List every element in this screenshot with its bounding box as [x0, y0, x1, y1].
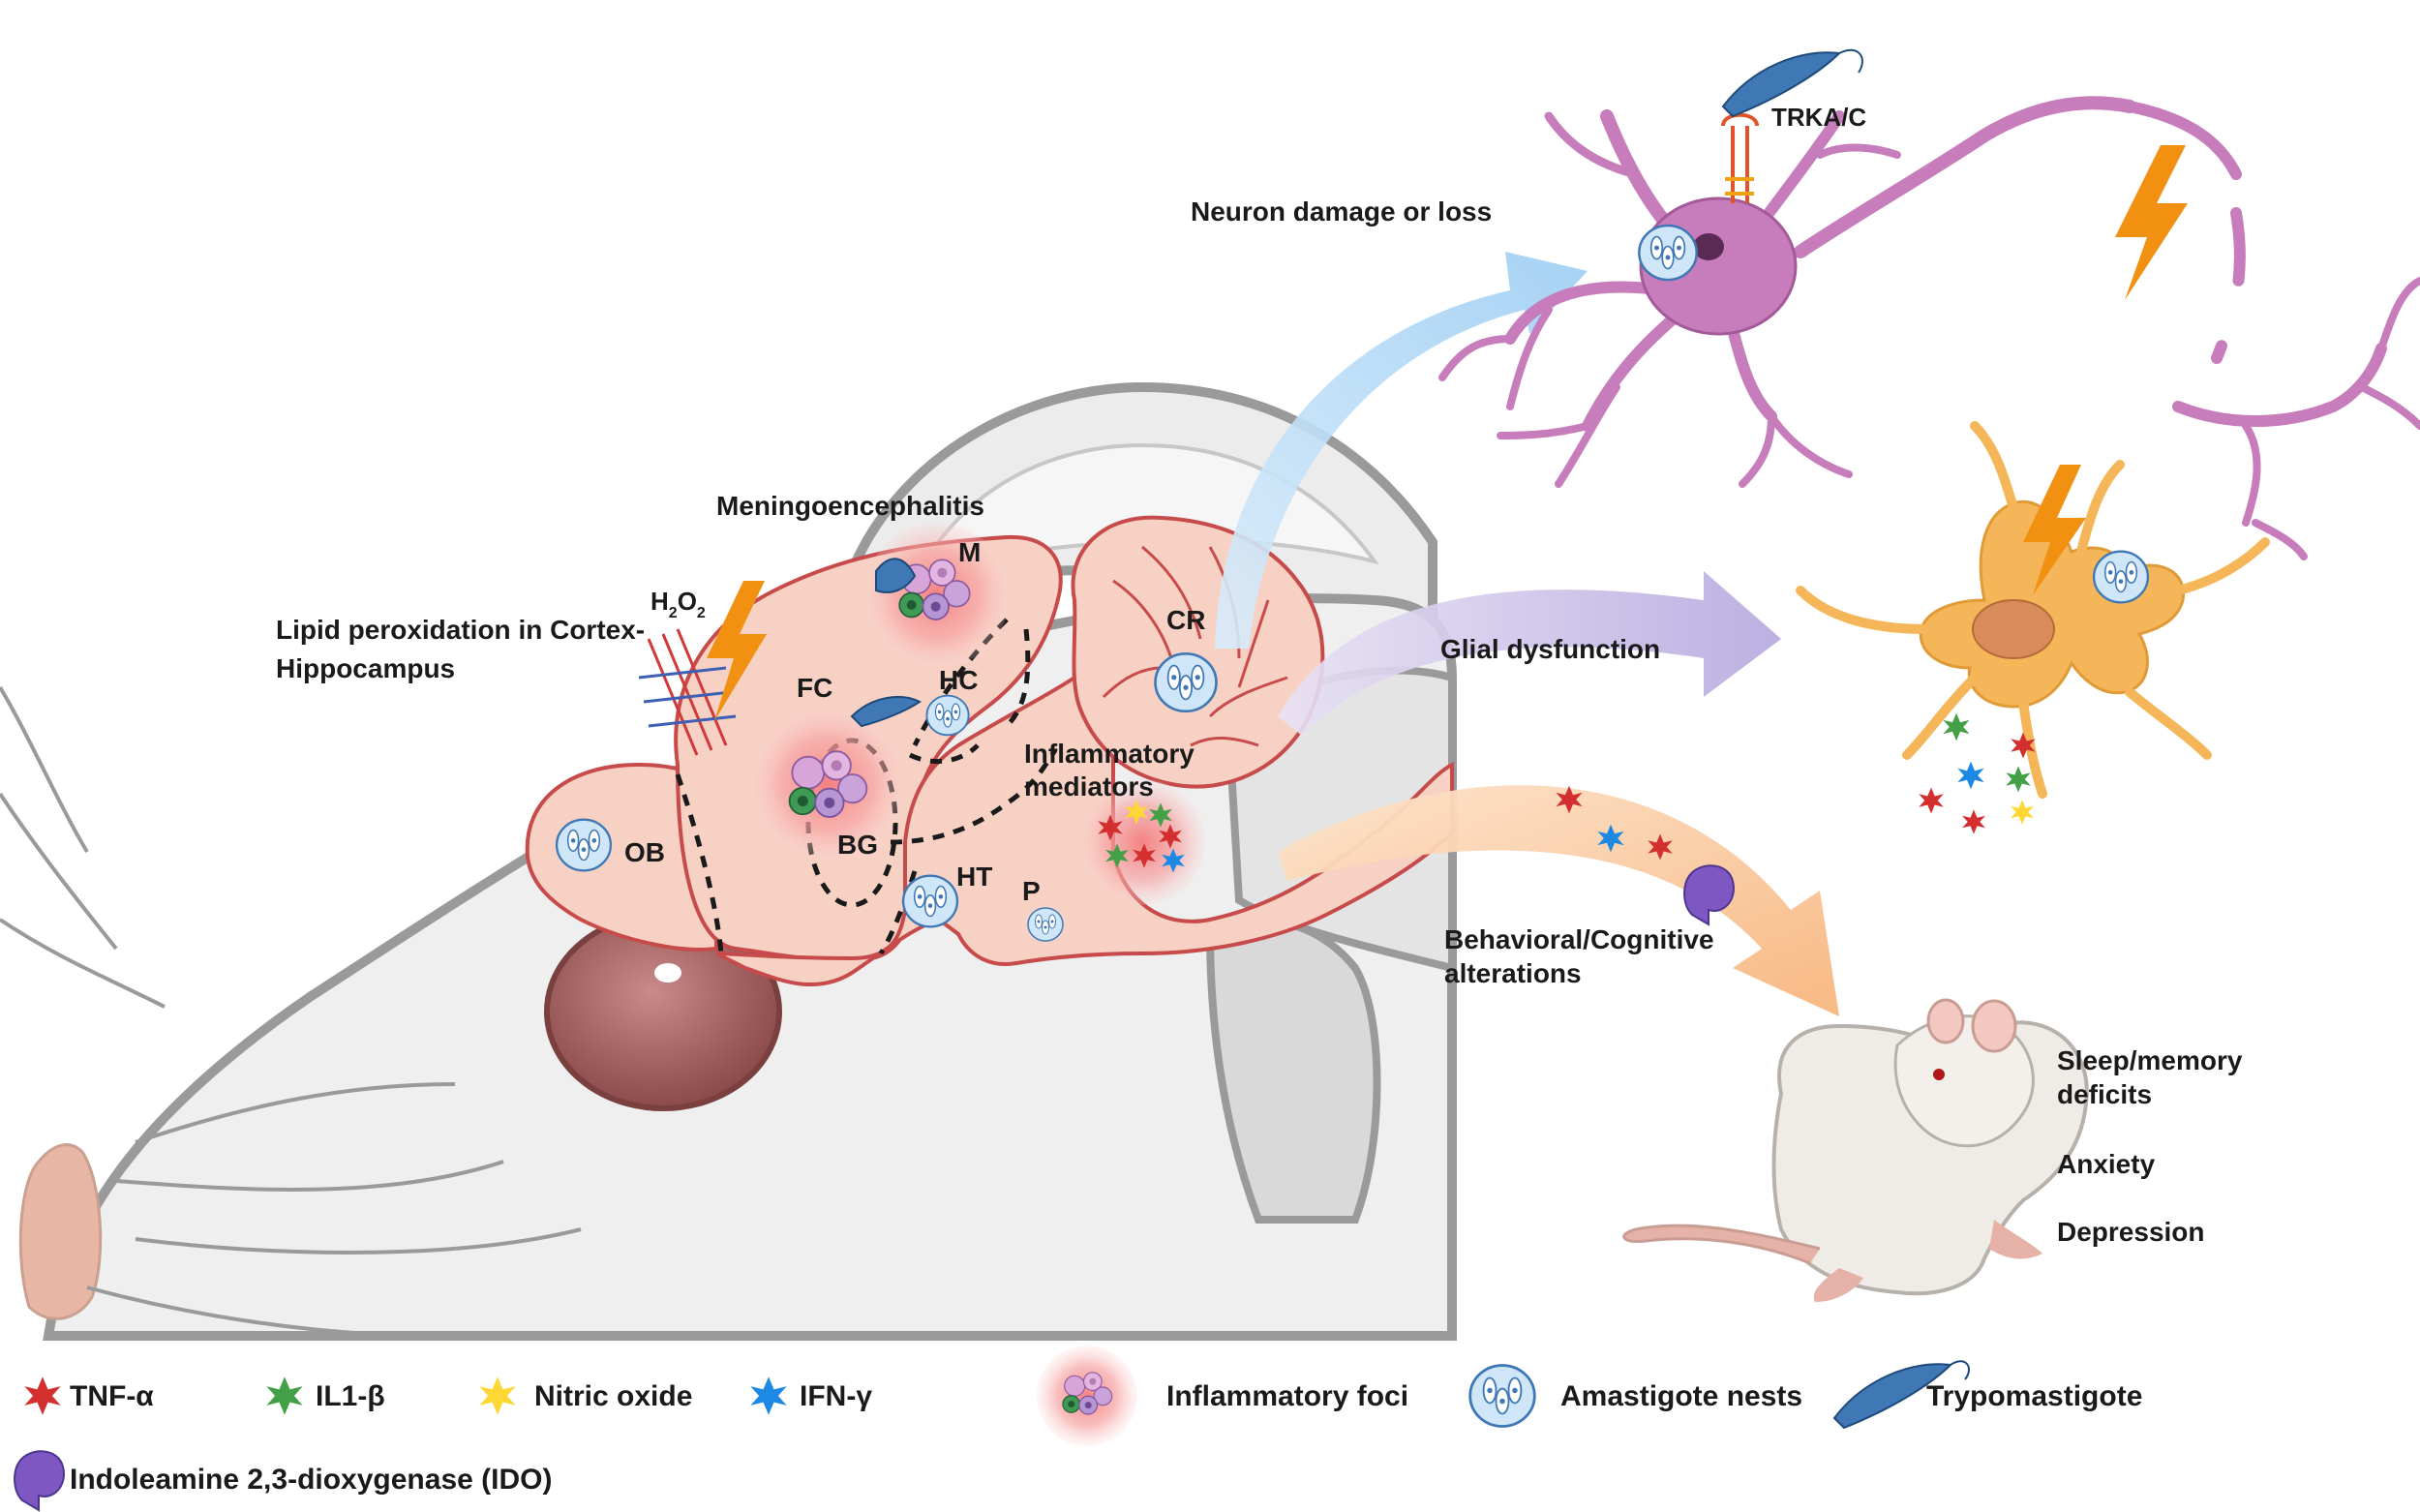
label-behavioral-1: Behavioral/Cognitive: [1444, 924, 1714, 954]
mouse-tail: [1622, 1224, 1821, 1265]
legend-nests-icon: [1468, 1364, 1536, 1428]
arrow-behavior: [1278, 785, 1839, 1016]
label-lipid-2: Hippocampus: [276, 653, 455, 683]
label-trka: TRKA/C: [1771, 103, 1866, 132]
arrow-glia: [1278, 571, 1781, 736]
bolt-neuron: [2115, 145, 2188, 300]
label-glial: Glial dysfunction: [1440, 634, 1660, 664]
trypomastigote-neuron-flagellum: [1838, 48, 1863, 74]
mouse-paw-back: [1813, 1268, 1863, 1302]
mouse-eye: [1933, 1069, 1945, 1080]
nest-cr: [1154, 651, 1218, 713]
label-hc: HC: [939, 665, 978, 695]
trypomastigote-meninges: [875, 558, 917, 593]
legend-nests: Amastigote nests: [1560, 1380, 1802, 1412]
legend-no: Nitric oxide: [534, 1380, 692, 1412]
label-lipid-1: Lipid peroxidation in Cortex-: [276, 615, 645, 645]
label-sleep-2: deficits: [2057, 1079, 2152, 1109]
focus-mediators: [1079, 779, 1205, 905]
legend: TNF-α IL1-β Nitric oxide IFN-γ Inflammat…: [14, 1346, 2142, 1512]
lipid-membrane: [638, 628, 737, 756]
nest-glia: [2092, 550, 2150, 604]
h2o2-o: O: [678, 587, 697, 616]
rat-eye-highlight: [654, 963, 681, 983]
h2o2-h: H: [650, 587, 669, 616]
glia-stars: [1919, 712, 2036, 834]
label-fc: FC: [797, 673, 832, 703]
legend-ifn: IFN-γ: [800, 1380, 872, 1412]
rat-nose: [18, 1143, 103, 1320]
mouse-figure: [1622, 998, 2089, 1302]
legend-ido: Indoleamine 2,3-dioxygenase (IDO): [70, 1464, 552, 1496]
nest-hc: [925, 694, 970, 737]
legend-foci-icon: [1037, 1346, 1137, 1446]
h2o2-sub: 2: [669, 605, 678, 621]
mouse-ear: [1971, 999, 2017, 1053]
legend-il1-icon: [266, 1376, 303, 1415]
legend-trypo-icon: [1832, 1360, 1970, 1430]
legend-ifn-icon: [750, 1376, 787, 1415]
label-inflammatory-1: Inflammatory: [1024, 739, 1195, 769]
legend-no-icon: [479, 1376, 516, 1415]
label-meningoencephalitis: Meningoencephalitis: [716, 491, 984, 521]
glial-processes: [1796, 421, 2270, 799]
label-p: P: [1022, 876, 1041, 906]
bolt-h2o2: [707, 581, 767, 721]
legend-trypo: Trypomastigote: [1926, 1380, 2142, 1412]
label-sleep-1: Sleep/memory: [2057, 1045, 2243, 1075]
legend-tnf-icon: [24, 1376, 61, 1415]
nest-neuron: [1638, 224, 1698, 282]
legend-ido-icon: [14, 1450, 65, 1512]
label-h2o2: H2O2: [650, 587, 706, 621]
trypomastigote-brain: [850, 696, 922, 728]
arrow-ido: [1683, 864, 1735, 926]
label-bg: BG: [837, 830, 878, 860]
h2o2-sub2: 2: [697, 605, 706, 621]
label-ht: HT: [956, 862, 992, 892]
nest-ob: [555, 818, 613, 872]
mouse-ear-back: [1926, 998, 1965, 1044]
focus-frontal-cortex: [750, 707, 905, 862]
label-depression: Depression: [2057, 1217, 2205, 1247]
bolt-glia: [2023, 465, 2086, 595]
legend-il1: IL1-β: [316, 1380, 385, 1412]
legend-foci: Inflammatory foci: [1166, 1380, 1408, 1412]
neuron-nucleus: [1693, 233, 1724, 260]
nest-ht: [901, 874, 959, 928]
label-behavioral-2: alterations: [1444, 958, 1582, 988]
label-anxiety: Anxiety: [2057, 1149, 2156, 1179]
label-inflammatory-2: mediators: [1024, 771, 1154, 801]
neuron: [1438, 96, 2420, 560]
whiskers: [0, 685, 582, 1338]
legend-tnf: TNF-α: [70, 1380, 154, 1412]
nest-p: [1027, 907, 1064, 942]
mouse-paw-front: [1989, 1220, 2042, 1259]
arrow-neuron: [1215, 252, 1588, 649]
focus-meninges: [864, 523, 1010, 668]
trka-receptor: [1721, 112, 1759, 203]
label-ob: OB: [624, 837, 665, 867]
glial-nucleus: [1972, 599, 2055, 659]
label-neuron-damage: Neuron damage or loss: [1191, 197, 1492, 227]
label-cr: CR: [1166, 605, 1205, 635]
label-m: M: [958, 537, 981, 567]
